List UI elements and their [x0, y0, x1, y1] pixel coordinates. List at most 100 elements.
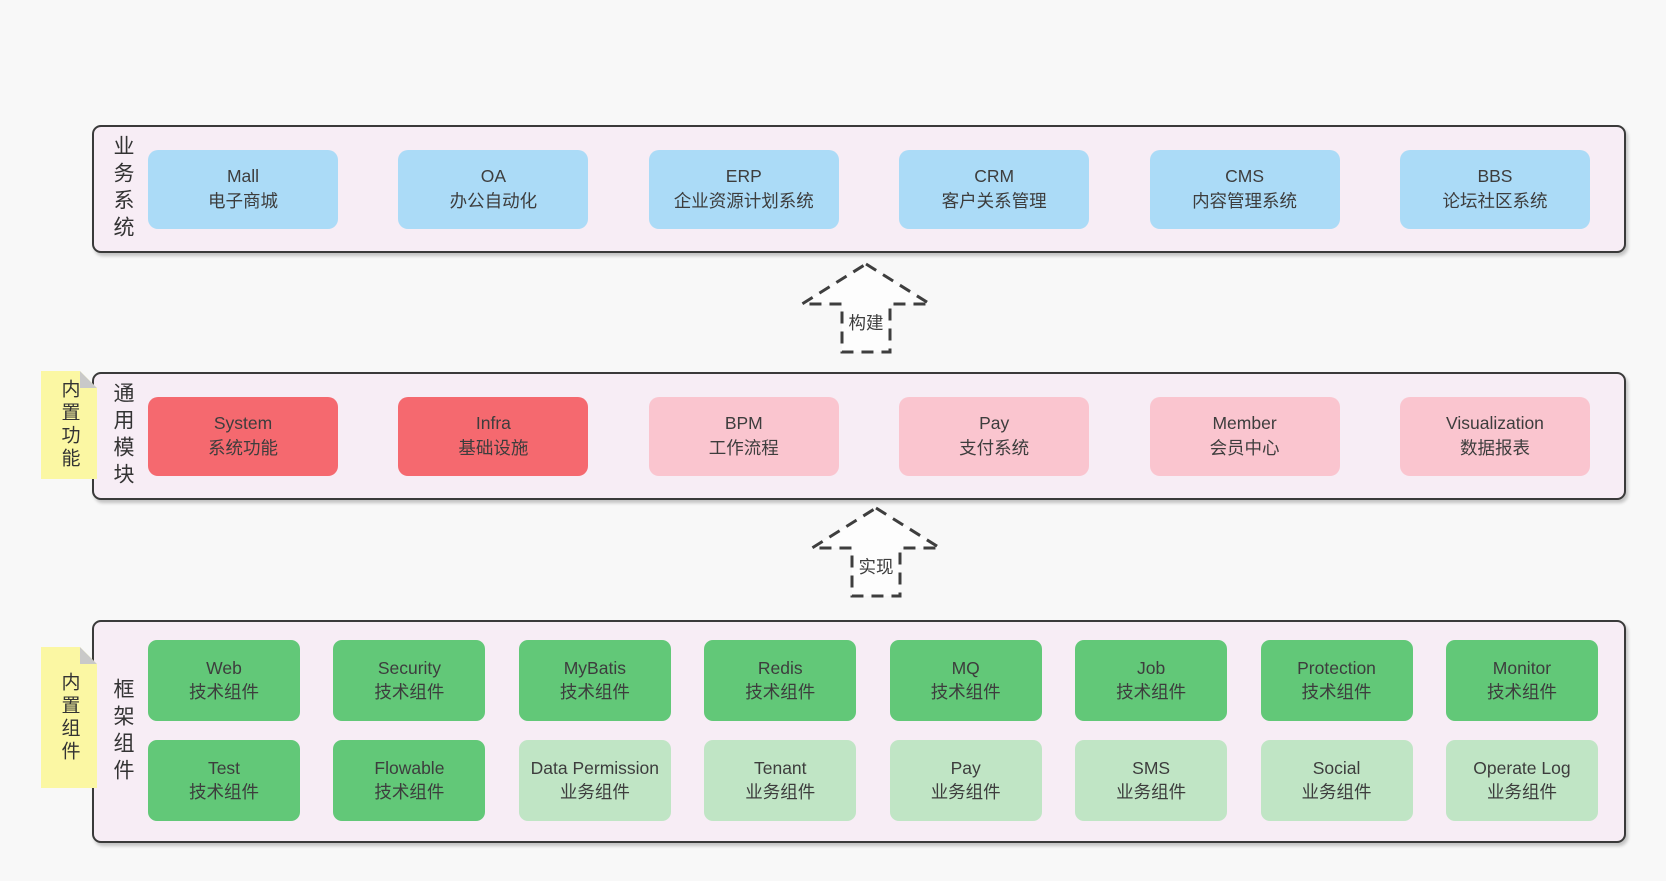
- card-mall: Mall 电子商城: [148, 149, 338, 229]
- folded-corner-icon: [80, 371, 97, 388]
- card-title: Social: [1312, 757, 1361, 778]
- card-flowable: Flowable 技术组件: [333, 740, 486, 821]
- card-data-permission: Data Permission 业务组件: [518, 740, 671, 821]
- card-tenant: Tenant 业务组件: [704, 740, 857, 821]
- card-monitor: Monitor 技术组件: [1445, 640, 1598, 721]
- card-subtitle: 技术组件: [189, 681, 259, 702]
- card-title: Flowable: [374, 757, 445, 778]
- card-subtitle: 办公自动化: [449, 191, 538, 211]
- card-job: Job 技术组件: [1075, 640, 1228, 721]
- card-title: Test: [207, 757, 241, 778]
- card-subtitle: 技术组件: [1116, 681, 1187, 702]
- card-subtitle: 业务组件: [1486, 781, 1557, 802]
- card-title: ERP: [725, 166, 762, 187]
- card-title: Data Permission: [530, 757, 660, 778]
- card-test: Test 技术组件: [148, 740, 300, 821]
- common-modules-label: 通用模块: [111, 382, 134, 490]
- card-subtitle: 企业资源计划系统: [673, 191, 814, 211]
- card-title: Pay: [979, 413, 1010, 434]
- card-subtitle: 技术组件: [930, 681, 1001, 702]
- card-infra: Infra 基础设施: [398, 396, 589, 476]
- card-subtitle: 系统功能: [208, 438, 278, 458]
- folded-corner-icon: [80, 647, 97, 664]
- card-subtitle: 技术组件: [745, 681, 816, 702]
- card-title: OA: [480, 166, 507, 187]
- card-subtitle: 业务组件: [745, 781, 816, 802]
- card-subtitle: 会员中心: [1209, 438, 1280, 458]
- card-subtitle: 业务组件: [1116, 781, 1187, 802]
- card-title: Web: [206, 657, 242, 678]
- card-subtitle: 技术组件: [189, 781, 259, 802]
- card-crm: CRM 客户关系管理: [899, 149, 1090, 229]
- card-bpm: BPM 工作流程: [648, 396, 839, 476]
- card-title: Infra: [475, 413, 511, 434]
- card-member: Member 会员中心: [1149, 396, 1340, 476]
- card-title: MQ: [951, 657, 980, 678]
- up-arrow-icon: [796, 262, 936, 354]
- card-title: Pay: [950, 757, 981, 778]
- framework-row-1: Web 技术组件 Security 技术组件 MyBatis 技术组件 Redi…: [148, 640, 1598, 721]
- card-title: CMS: [1225, 166, 1264, 187]
- card-title: BPM: [724, 413, 763, 434]
- built-in-components-note: 内置组件: [41, 647, 97, 788]
- card-title: SMS: [1132, 757, 1171, 778]
- card-title: Tenant: [753, 757, 807, 778]
- card-subtitle: 业务组件: [559, 781, 630, 802]
- card-subtitle: 客户关系管理: [941, 191, 1047, 211]
- card-subtitle: 电子商城: [208, 191, 278, 211]
- card-subtitle: 数据报表: [1459, 438, 1530, 458]
- built-in-features-note: 内置功能: [41, 371, 97, 479]
- card-title: System: [213, 413, 273, 434]
- card-security: Security 技术组件: [333, 640, 486, 721]
- card-subtitle: 技术组件: [374, 781, 445, 802]
- built-in-features-note-text: 内置功能: [58, 379, 80, 471]
- card-cms: CMS 内容管理系统: [1149, 149, 1340, 229]
- card-subtitle: 技术组件: [559, 681, 630, 702]
- card-redis: Redis 技术组件: [704, 640, 857, 721]
- card-title: Job: [1137, 657, 1166, 678]
- card-title: Visualization: [1445, 413, 1544, 434]
- up-arrow-icon: [806, 506, 946, 598]
- card-subtitle: 支付系统: [959, 438, 1030, 458]
- card-title: Protection: [1297, 657, 1376, 678]
- card-subtitle: 基础设施: [458, 438, 529, 458]
- card-pay-biz: Pay 业务组件: [889, 740, 1042, 821]
- card-protection: Protection 技术组件: [1260, 640, 1413, 721]
- build-arrow: 构建: [796, 260, 936, 356]
- card-sms: SMS 业务组件: [1075, 740, 1228, 821]
- card-erp: ERP 企业资源计划系统: [648, 149, 839, 229]
- card-mq: MQ 技术组件: [889, 640, 1042, 721]
- framework-components-grid: Web 技术组件 Security 技术组件 MyBatis 技术组件 Redi…: [148, 640, 1598, 821]
- build-arrow-label: 构建: [847, 310, 885, 335]
- built-in-components-note-text: 内置组件: [58, 671, 80, 764]
- card-subtitle: 技术组件: [1486, 681, 1557, 702]
- common-modules-layer: 通用模块 System 系统功能 Infra 基础设施 BPM 工作流程 Pay…: [92, 372, 1626, 500]
- card-title: CRM: [974, 166, 1015, 187]
- implement-arrow: 实现: [806, 504, 946, 600]
- framework-components-layer: 框架组件 Web 技术组件 Security 技术组件 MyBatis 技术组件…: [92, 620, 1626, 843]
- business-systems-label: 业务系统: [111, 135, 134, 243]
- card-subtitle: 业务组件: [1301, 781, 1372, 802]
- business-systems-layer: 业务系统 Mall 电子商城 OA 办公自动化 ERP 企业资源计划系统 CRM…: [92, 125, 1626, 253]
- card-subtitle: 论坛社区系统: [1442, 191, 1548, 211]
- card-mybatis: MyBatis 技术组件: [518, 640, 671, 721]
- card-title: Redis: [757, 657, 803, 678]
- card-visualization: Visualization 数据报表: [1399, 396, 1590, 476]
- card-title: Mall: [226, 166, 260, 187]
- card-subtitle: 技术组件: [1301, 681, 1372, 702]
- card-system: System 系统功能: [148, 396, 338, 476]
- implement-arrow-label: 实现: [857, 554, 895, 579]
- business-systems-row: Mall 电子商城 OA 办公自动化 ERP 企业资源计划系统 CRM 客户关系…: [148, 127, 1590, 251]
- card-operate-log: Operate Log 业务组件: [1445, 740, 1598, 821]
- framework-components-label: 框架组件: [111, 677, 134, 786]
- card-subtitle: 技术组件: [374, 681, 445, 702]
- common-modules-row: System 系统功能 Infra 基础设施 BPM 工作流程 Pay 支付系统…: [148, 374, 1590, 498]
- card-subtitle: 工作流程: [708, 438, 779, 458]
- card-title: Security: [377, 657, 442, 678]
- framework-row-2: Test 技术组件 Flowable 技术组件 Data Permission …: [148, 740, 1598, 821]
- card-subtitle: 业务组件: [930, 781, 1001, 802]
- card-subtitle: 内容管理系统: [1192, 191, 1298, 211]
- card-web: Web 技术组件: [148, 640, 300, 721]
- card-bbs: BBS 论坛社区系统: [1399, 149, 1590, 229]
- card-oa: OA 办公自动化: [398, 149, 589, 229]
